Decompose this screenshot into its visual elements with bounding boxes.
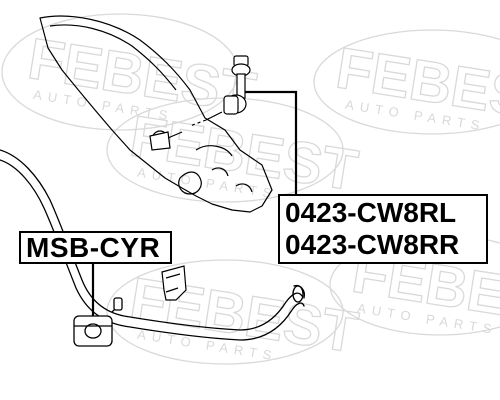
link-nut (149, 130, 183, 151)
watermark-logo-top-right: FEBEST AUTO PARTS (313, 29, 500, 136)
stabilizer-bracket (161, 265, 187, 301)
part-label-bushing: MSB-CYR (19, 231, 172, 264)
leader-lines (91, 90, 298, 316)
part-label-link: 0423-CW8RL 0423-CW8RR (278, 194, 488, 264)
stabilizer-bar (0, 149, 306, 341)
part-number-link-left: 0423-CW8RL (285, 197, 457, 228)
leader-line-link (245, 90, 298, 196)
part-number-bushing: MSB-CYR (26, 232, 161, 263)
part-number-link-right: 0423-CW8RR (285, 229, 460, 260)
stabilizer-link (189, 55, 251, 127)
subframe (39, 15, 273, 213)
stabilizer-bushing (73, 297, 123, 347)
watermark-logo-lower: FEBEST AUTO PARTS (106, 259, 363, 366)
